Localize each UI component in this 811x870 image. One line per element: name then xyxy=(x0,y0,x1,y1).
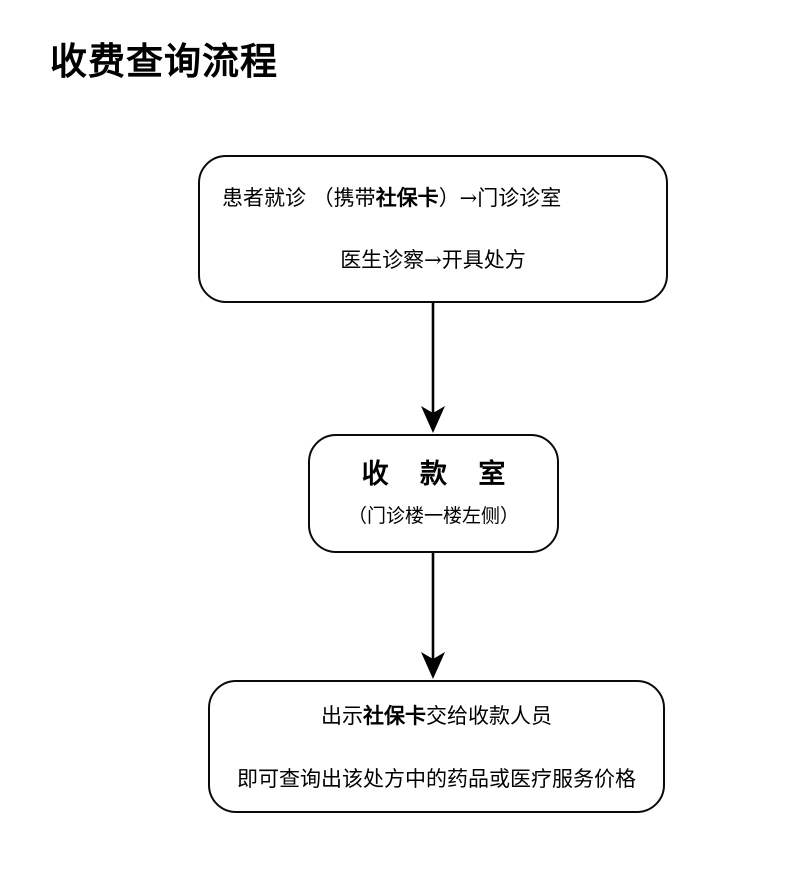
flow-node-cashier-room: 收 款 室 （门诊楼一楼左侧） xyxy=(308,434,559,553)
text-segment: ）→门诊诊室 xyxy=(438,185,562,210)
text-segment: 交给收款人员 xyxy=(426,704,552,729)
page-title: 收费查询流程 xyxy=(50,39,278,83)
node-text-line: 患者就诊 （携带社保卡）→门诊诊室 xyxy=(222,185,561,211)
text-segment-bold: 社保卡 xyxy=(363,703,426,729)
text-segment: 患者就诊 （携带 xyxy=(222,185,376,210)
flow-node-show-card: 出示社保卡交给收款人员 即可查询出该处方中的药品或医疗服务价格 xyxy=(208,680,665,813)
arrow-head-icon xyxy=(421,406,445,433)
node-text-line: 医生诊察→开具处方 xyxy=(340,247,526,273)
flow-node-patient-visit: 患者就诊 （携带社保卡）→门诊诊室 医生诊察→开具处方 xyxy=(198,155,668,303)
node-subtitle: （门诊楼一楼左侧） xyxy=(347,505,519,528)
node-text-line: 出示社保卡交给收款人员 xyxy=(321,703,552,729)
text-segment: 医生诊察→开具处方 xyxy=(340,248,526,272)
node-text-line: 即可查询出该处方中的药品或医疗服务价格 xyxy=(237,766,636,792)
text-segment: 出示 xyxy=(321,704,363,729)
node-heading: 收 款 室 xyxy=(361,458,517,490)
text-segment: 即可查询出该处方中的药品或医疗服务价格 xyxy=(237,766,636,791)
arrow-head-icon xyxy=(421,652,445,679)
text-segment-bold: 社保卡 xyxy=(375,184,439,210)
